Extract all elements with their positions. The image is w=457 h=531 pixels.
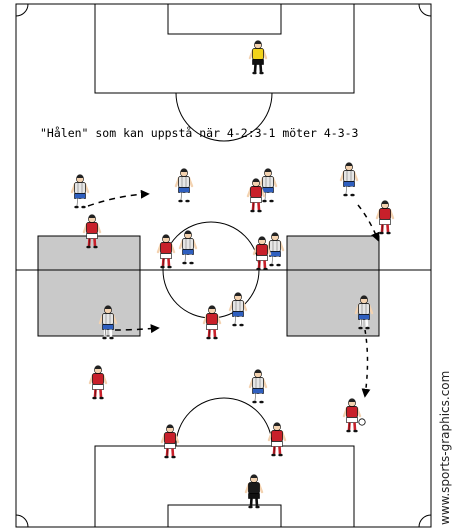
watermark: www.sports-graphics.com — [438, 371, 452, 525]
ball — [359, 419, 365, 425]
hole-right — [287, 236, 379, 336]
diagram-caption: "Hålen" som kan uppstå när 4-2:3-1 möter… — [40, 126, 359, 140]
hole-left — [38, 236, 140, 336]
